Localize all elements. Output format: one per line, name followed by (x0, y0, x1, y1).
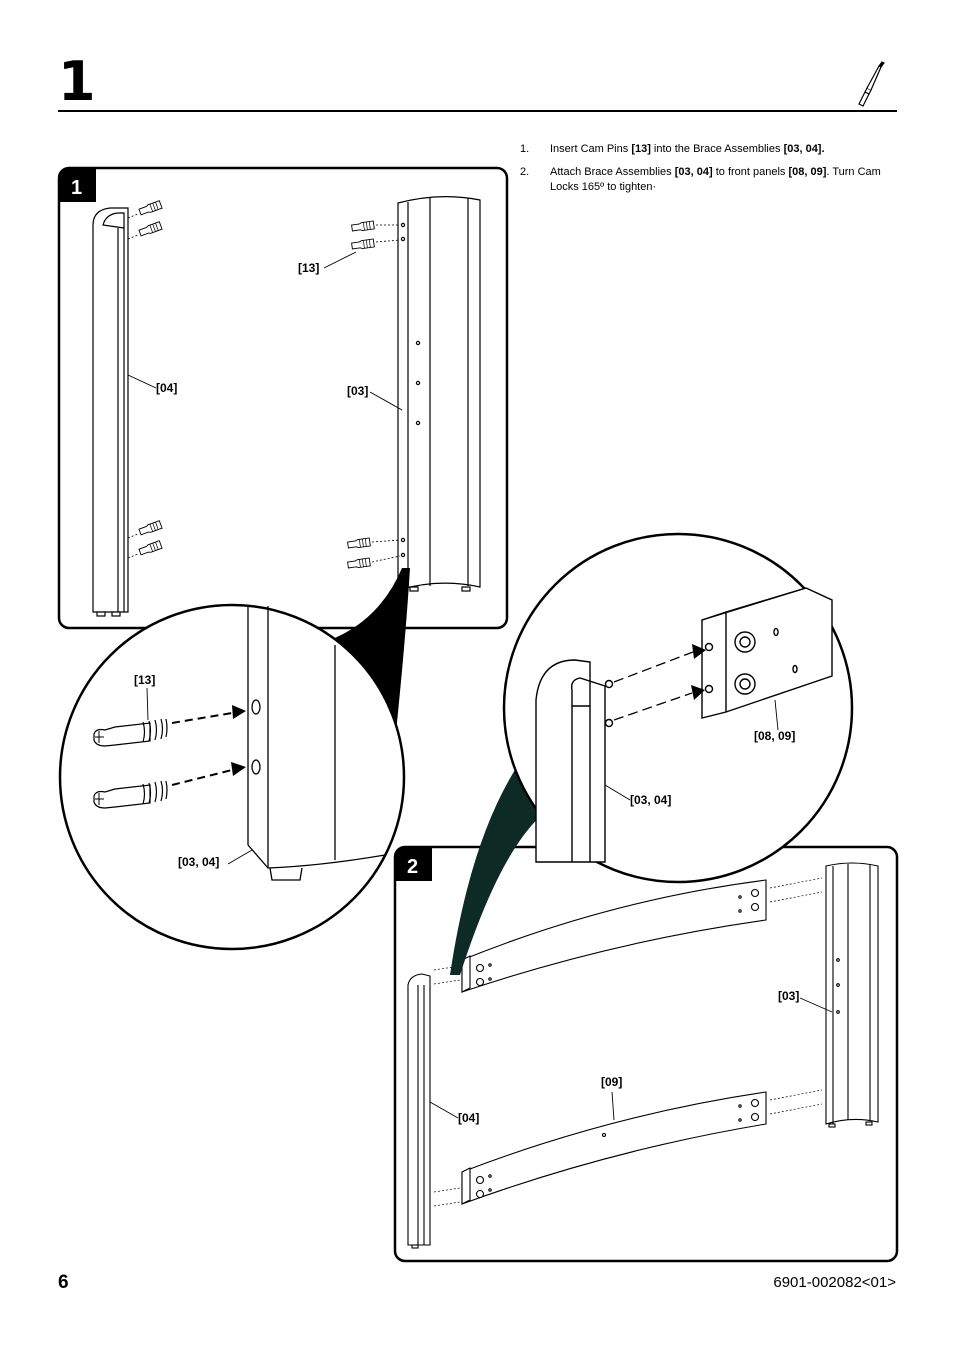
panel-1-badge (59, 168, 96, 202)
step-number: 1 (58, 50, 96, 113)
instruction-fragment: into the Brace Assemblies (650, 143, 784, 155)
part-reference: [08, 09] (788, 166, 827, 178)
brace-04 (92, 207, 129, 617)
instruction-2: 2. Attach Brace Assemblies [03, 04] to f… (520, 165, 900, 195)
part-reference: [13] (631, 143, 651, 155)
zoom2-label-03-04: [03, 04] (630, 793, 671, 807)
zoom2-label-08-09: [08, 09] (754, 729, 795, 743)
callout-wedge-2 (450, 765, 545, 975)
zoom1-label-13: [13] (134, 673, 155, 687)
instruction-list: 1. Insert Cam Pins [13] into the Brace A… (520, 142, 900, 203)
screwdriver-icon (858, 61, 885, 107)
panel-1-badge-number: 1 (71, 177, 82, 199)
part-reference: [03, 04] (674, 166, 713, 178)
zoom-detail-2: [08, 09] [03, 04] (502, 532, 854, 884)
instruction-number: 1. (520, 143, 530, 155)
instruction-number: 2. (520, 166, 530, 178)
instruction-fragment: . Turn Cam Locks 165º to tighten· (550, 166, 881, 193)
instruction-1: 1. Insert Cam Pins [13] into the Brace A… (520, 142, 900, 157)
instruction-text: Attach Brace Assemblies [03, 04] to fron… (550, 165, 900, 195)
instruction-fragment: Insert Cam Pins (550, 143, 632, 155)
instruction-fragment: Attach Brace Assemblies (550, 166, 675, 178)
instruction-text: Insert Cam Pins [13] into the Brace Asse… (550, 142, 825, 157)
label-04: [04] (156, 381, 177, 395)
page-number: 6 (58, 1272, 69, 1293)
instruction-fragment: to front panels (712, 166, 789, 178)
label-03: [03] (347, 384, 368, 398)
label-13: [13] (298, 261, 319, 275)
brace-03 (397, 196, 481, 592)
zoom1-label-03-04: [03, 04] (178, 855, 219, 869)
panel-2: 2 (393, 845, 899, 1263)
cam-pins-03 (346, 220, 401, 570)
panel2-label-03: [03] (778, 989, 799, 1003)
part-reference: [03, 04]. (783, 143, 825, 155)
panel-1: 1 (57, 166, 509, 630)
document-code: 6901-002082<01> (773, 1274, 896, 1291)
panel2-label-09: [09] (601, 1075, 622, 1089)
panel2-label-04: [04] (458, 1111, 479, 1125)
panel-2-badge (395, 847, 432, 881)
cam-pins-04 (127, 200, 163, 559)
header-rule (58, 110, 897, 112)
zoom-detail-1: [13] [03, 04] (58, 603, 406, 951)
panel-2-badge-number: 2 (407, 856, 418, 878)
